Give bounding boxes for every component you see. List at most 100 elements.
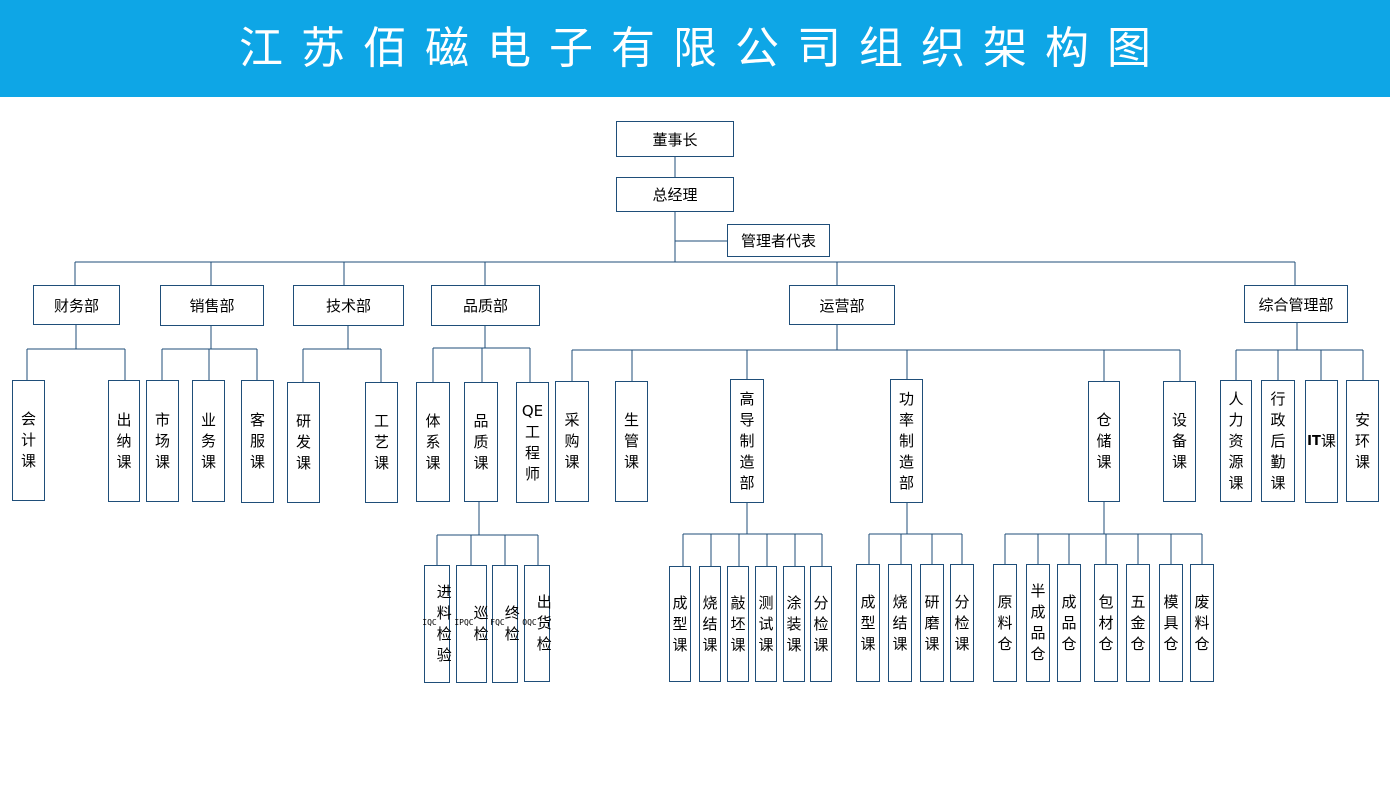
wh-semi-finished: 半成品仓 — [1026, 564, 1050, 682]
node-label: 销售部 — [189, 297, 235, 315]
node-label: 工艺课 — [373, 412, 389, 472]
section-system: 体系课 — [416, 382, 450, 502]
unit-pw-sintering: 烧结课 — [888, 564, 912, 682]
section-cashier: 出纳课 — [108, 380, 140, 502]
node-label: 半成品仓 — [1030, 582, 1046, 663]
section-accounting: 会计课 — [12, 380, 45, 501]
node-label: 出纳课 — [116, 410, 132, 471]
section-warehouse: 仓储课 — [1088, 381, 1120, 502]
section-purchasing: 采购课 — [555, 381, 589, 502]
dept-quality: 品质部 — [431, 285, 540, 326]
node-label: 敲坯课 — [730, 593, 746, 654]
section-high-perm-mfg: 高导制造部 — [730, 379, 764, 503]
node-general-manager: 总经理 — [616, 177, 734, 212]
node-label: 废料仓 — [1194, 592, 1210, 653]
node-label: 管理者代表 — [740, 232, 816, 250]
section-business: 业务课 — [192, 380, 225, 502]
section-market: 市场课 — [146, 380, 179, 502]
node-label: 五金仓 — [1130, 592, 1146, 653]
qc-code: IPQC — [454, 618, 474, 627]
section-production-control: 生管课 — [615, 381, 648, 502]
dept-admin: 综合管理部 — [1244, 285, 1348, 323]
wh-hardware: 五金仓 — [1126, 564, 1150, 682]
dept-sales: 销售部 — [160, 285, 264, 326]
unit-pw-sorting: 分检课 — [950, 564, 974, 682]
node-label: 董事长 — [652, 130, 698, 149]
node-chairman: 董事长 — [616, 121, 734, 157]
node-label: 终检 — [504, 604, 520, 643]
node-label: 总经理 — [652, 186, 698, 204]
dept-operations: 运营部 — [789, 285, 895, 325]
node-label: 出货检 — [536, 593, 552, 653]
wh-scrap: 废料仓 — [1190, 564, 1214, 682]
node-label: 品质课 — [473, 411, 489, 472]
unit-hi-coating: 涂装课 — [783, 566, 805, 682]
node-label: 安环课 — [1354, 410, 1370, 471]
node-label: 市场课 — [154, 410, 170, 471]
unit-hi-sorting: 分检课 — [810, 566, 832, 682]
node-label: 测试课 — [758, 593, 774, 654]
node-label: 分检课 — [954, 592, 970, 653]
node-label: 功率制造部 — [898, 389, 914, 492]
section-rd: 研发课 — [287, 382, 320, 503]
node-label: 成型课 — [672, 593, 688, 654]
node-label: 原料仓 — [997, 592, 1013, 653]
node-label: 会计课 — [20, 410, 36, 470]
unit-hi-testing: 测试课 — [755, 566, 777, 682]
dept-finance: 财务部 — [33, 285, 120, 325]
node-label: 研磨课 — [924, 592, 940, 653]
node-label: 涂装课 — [786, 593, 802, 654]
wh-finished: 成品仓 — [1057, 564, 1081, 682]
node-label: 综合管理部 — [1258, 295, 1334, 314]
node-label: 成品仓 — [1061, 592, 1077, 653]
it-label: IT — [1307, 434, 1321, 449]
dept-tech: 技术部 — [293, 285, 404, 326]
qc-code: FQC — [490, 618, 505, 627]
node-label: 进料检验 — [436, 583, 452, 664]
node-label: 品质部 — [462, 297, 508, 315]
node-label: 课 — [1320, 432, 1336, 450]
node-label: 技术部 — [325, 297, 371, 315]
unit-hi-knocking: 敲坯课 — [727, 566, 749, 682]
node-label: 采购课 — [564, 411, 580, 471]
unit-pw-forming: 成型课 — [856, 564, 880, 682]
qc-code: IQC — [422, 618, 437, 627]
wh-raw-material: 原料仓 — [993, 564, 1017, 682]
node-label: 研发课 — [295, 412, 311, 472]
node-label: 仓储课 — [1096, 411, 1112, 471]
node-label: 财务部 — [53, 296, 99, 315]
node-label: 分检课 — [813, 593, 829, 654]
unit-pw-grinding: 研磨课 — [920, 564, 944, 682]
node-label: 人力资源课 — [1228, 389, 1244, 492]
qc-code: OQC — [522, 617, 537, 627]
section-admin-logistics: 行政后勤课 — [1261, 380, 1295, 502]
section-customer-service: 客服课 — [241, 380, 274, 503]
unit-hi-sintering: 烧结课 — [699, 566, 721, 682]
node-label: 高导制造部 — [739, 389, 755, 492]
page-title: 江苏佰磁电子有限公司组织架构图 — [239, 23, 1169, 74]
wh-packaging: 包材仓 — [1094, 564, 1118, 682]
node-label: 体系课 — [425, 411, 441, 472]
section-quality: 品质课 — [464, 382, 498, 502]
title-bar: 江苏佰磁电子有限公司组织架构图 — [0, 0, 1390, 97]
node-label: 烧结课 — [702, 593, 718, 654]
node-label: 客服课 — [249, 411, 265, 471]
node-label: 成型课 — [860, 592, 876, 653]
section-equipment: 设备课 — [1163, 381, 1196, 502]
node-label: 包材仓 — [1098, 592, 1114, 653]
section-safety-env: 安环课 — [1346, 380, 1379, 502]
node-label: 生管课 — [623, 411, 639, 471]
node-label: 巡检 — [473, 604, 489, 643]
node-label: 设备课 — [1171, 411, 1187, 471]
node-label: 模具仓 — [1163, 592, 1179, 653]
node-label: 烧结课 — [892, 592, 908, 653]
node-label: 行政后勤课 — [1270, 389, 1286, 492]
